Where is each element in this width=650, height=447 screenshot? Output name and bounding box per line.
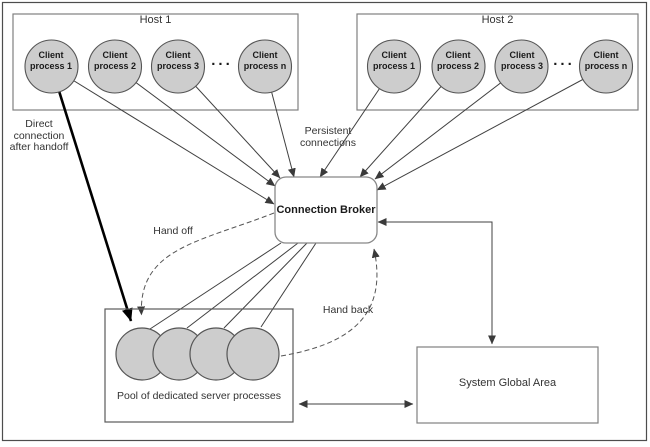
broker-pool-lines bbox=[149, 242, 317, 330]
host2-title: Host 2 bbox=[481, 14, 514, 26]
h1-client-n-label: Client process n bbox=[243, 50, 287, 71]
h2-client-1-label: Client process 1 bbox=[372, 50, 416, 71]
h2-ellipsis: ... bbox=[553, 52, 575, 69]
h2-client-n-circle bbox=[578, 39, 634, 94]
broker-pool-line-3 bbox=[223, 242, 308, 329]
hand-back-arrow bbox=[280, 248, 380, 357]
h1-client-1-circle bbox=[24, 39, 79, 94]
arrow-h1c2-broker bbox=[114, 66, 276, 187]
host1-box bbox=[12, 13, 299, 111]
arrow-h1c1-broker bbox=[51, 66, 275, 205]
h2-client-n-label: Client process n bbox=[584, 50, 628, 71]
h2-client-1-circle bbox=[366, 39, 422, 94]
pool-box bbox=[104, 308, 294, 423]
arrow-h2c3-broker bbox=[374, 66, 522, 180]
pool-label: Pool of dedicated server processes bbox=[116, 390, 281, 402]
direct-connection-label: Direct connection after handoff bbox=[9, 118, 69, 153]
broker-pool-line-2 bbox=[186, 242, 299, 329]
connection-broker-label: Connection Broker bbox=[276, 203, 376, 216]
broker-pool-line-4 bbox=[260, 242, 317, 328]
h1-client-n-circle bbox=[237, 39, 293, 94]
h1-ellipsis: ... bbox=[211, 52, 233, 69]
hand-off-label: Hand off bbox=[153, 225, 193, 237]
persistent-connections-label: Persistent connections bbox=[299, 125, 357, 149]
sga-label: System Global Area bbox=[458, 377, 557, 389]
client-process-circles bbox=[24, 39, 634, 94]
broker-sga-connector bbox=[377, 218, 496, 345]
h1-client-2-circle bbox=[87, 39, 143, 94]
arrow-h2cn-broker bbox=[376, 66, 607, 191]
h2-client-2-circle bbox=[431, 39, 486, 94]
h2-client-3-label: Client process 3 bbox=[500, 50, 544, 71]
host1-title: Host 1 bbox=[139, 14, 172, 26]
connection-broker-box bbox=[274, 176, 378, 244]
h1-client-3-label: Client process 3 bbox=[156, 50, 200, 71]
h1-client-3-circle bbox=[150, 39, 206, 94]
h2-client-2-label: Client process 2 bbox=[436, 50, 480, 71]
hand-off-arrow bbox=[137, 212, 275, 316]
h2-client-3-circle bbox=[494, 39, 549, 94]
direct-connection-arrow bbox=[50, 66, 133, 322]
sga-box bbox=[416, 346, 599, 424]
h1-client-1-label: Client process 1 bbox=[29, 50, 73, 71]
hand-back-label: Hand back bbox=[322, 304, 374, 316]
server-process-circles bbox=[115, 327, 280, 381]
server-process-4 bbox=[226, 327, 280, 381]
h1-client-2-label: Client process 2 bbox=[93, 50, 137, 71]
host2-box bbox=[356, 13, 639, 111]
broker-pool-line-1 bbox=[149, 242, 282, 330]
